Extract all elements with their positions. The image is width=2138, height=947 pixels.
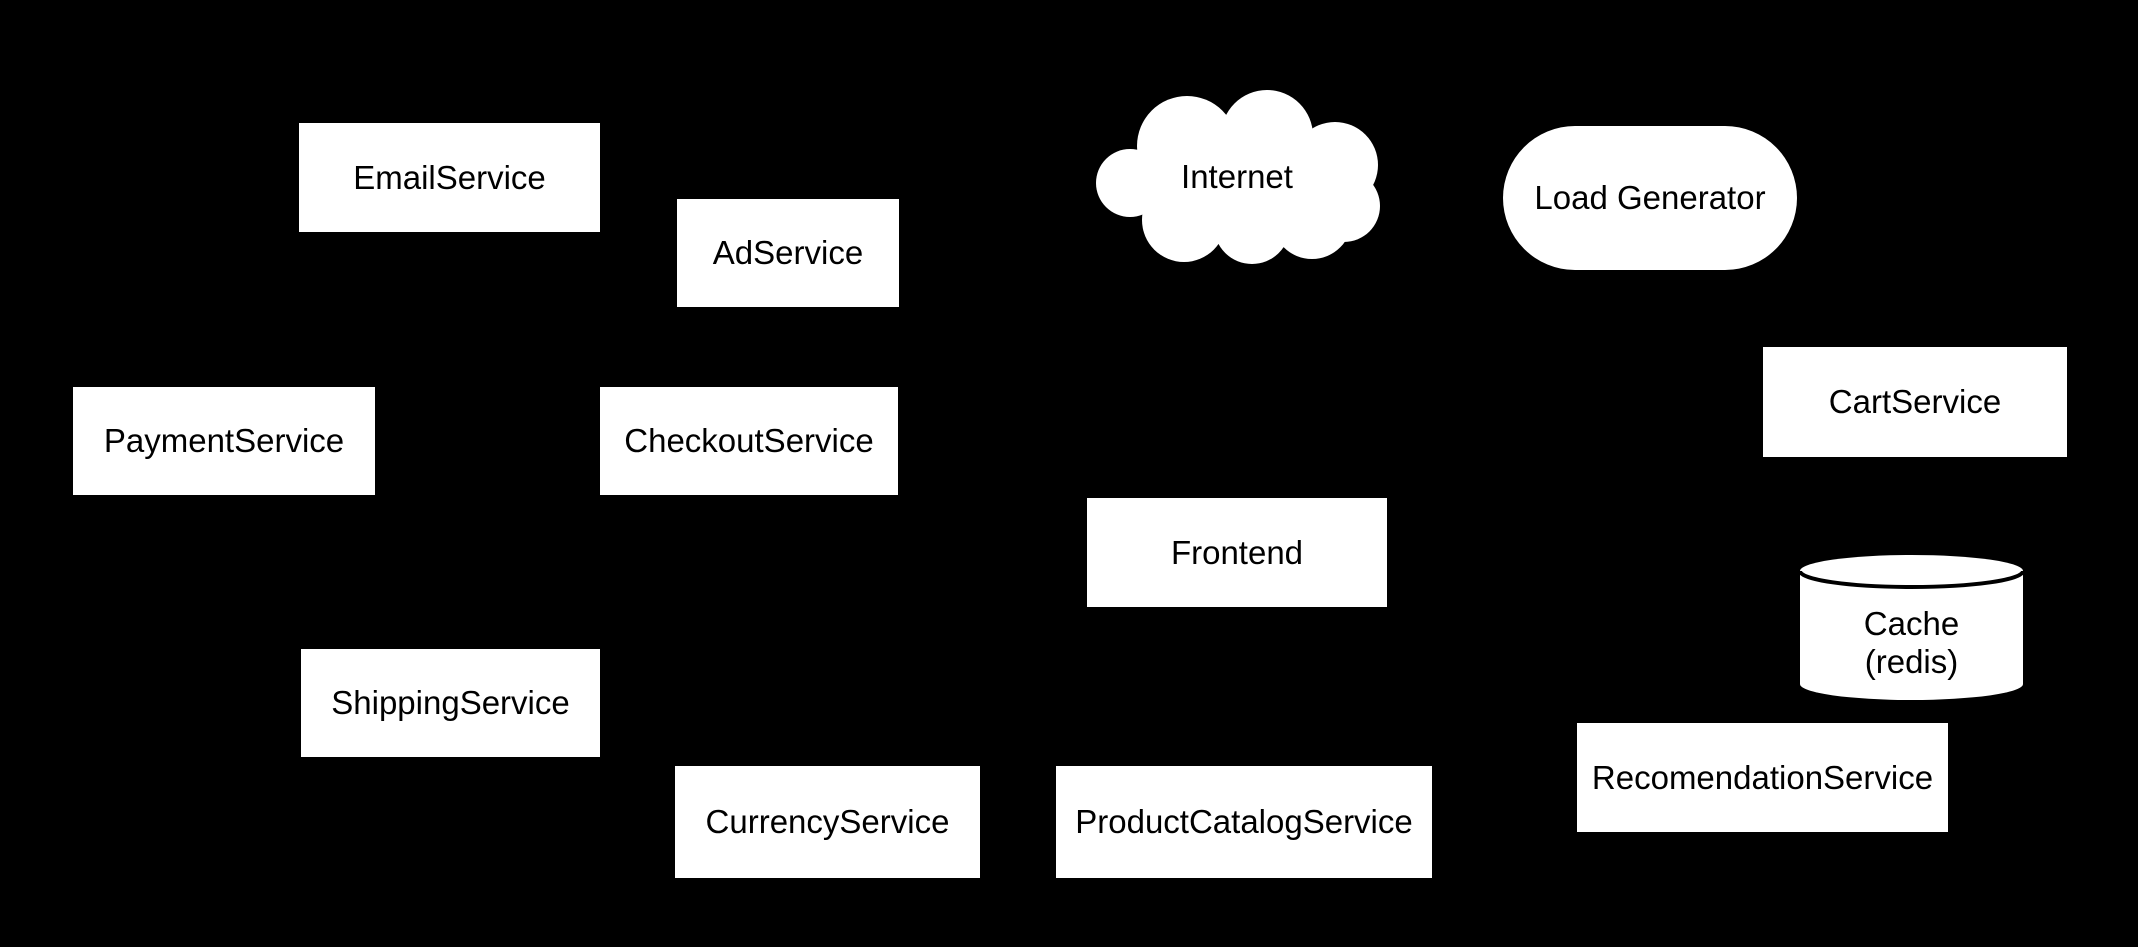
node-recomendation-service: RecomendationService xyxy=(1577,723,1948,832)
node-email-service: EmailService xyxy=(299,123,600,232)
node-checkout-service: CheckoutService xyxy=(600,387,898,495)
node-label: PaymentService xyxy=(103,422,345,460)
node-internet: Internet xyxy=(1092,88,1382,265)
node-frontend: Frontend xyxy=(1087,498,1387,607)
node-label: Internet xyxy=(1181,157,1293,195)
node-label: Load Generator xyxy=(1534,179,1766,217)
cloud-shape xyxy=(1096,90,1380,264)
node-load-generator: Load Generator xyxy=(1503,126,1797,270)
node-product-catalog-service: ProductCatalogService xyxy=(1056,766,1432,878)
node-label: Cache (redis) xyxy=(1800,585,2023,700)
node-cart-service: CartService xyxy=(1763,347,2067,457)
node-currency-service: CurrencyService xyxy=(675,766,980,878)
node-cache-redis: Cache (redis) xyxy=(1800,555,2023,700)
node-label: CheckoutService xyxy=(624,422,874,460)
node-label: CartService xyxy=(1828,383,2002,421)
node-label: CurrencyService xyxy=(705,803,950,841)
node-label: ShippingService xyxy=(331,684,570,722)
cylinder-shape xyxy=(1800,555,2023,700)
node-label: EmailService xyxy=(353,158,546,196)
node-shipping-service: ShippingService xyxy=(301,649,600,757)
cache-label-line2: (redis) xyxy=(1864,642,1959,680)
node-ad-service: AdService xyxy=(677,199,899,307)
node-label: Frontend xyxy=(1170,533,1304,571)
node-payment-service: PaymentService xyxy=(73,387,375,495)
node-label: ProductCatalogService xyxy=(1075,803,1413,841)
node-label: RecomendationService xyxy=(1591,758,1934,796)
node-label: AdService xyxy=(712,234,864,272)
cache-label-line1: Cache xyxy=(1863,604,1960,642)
